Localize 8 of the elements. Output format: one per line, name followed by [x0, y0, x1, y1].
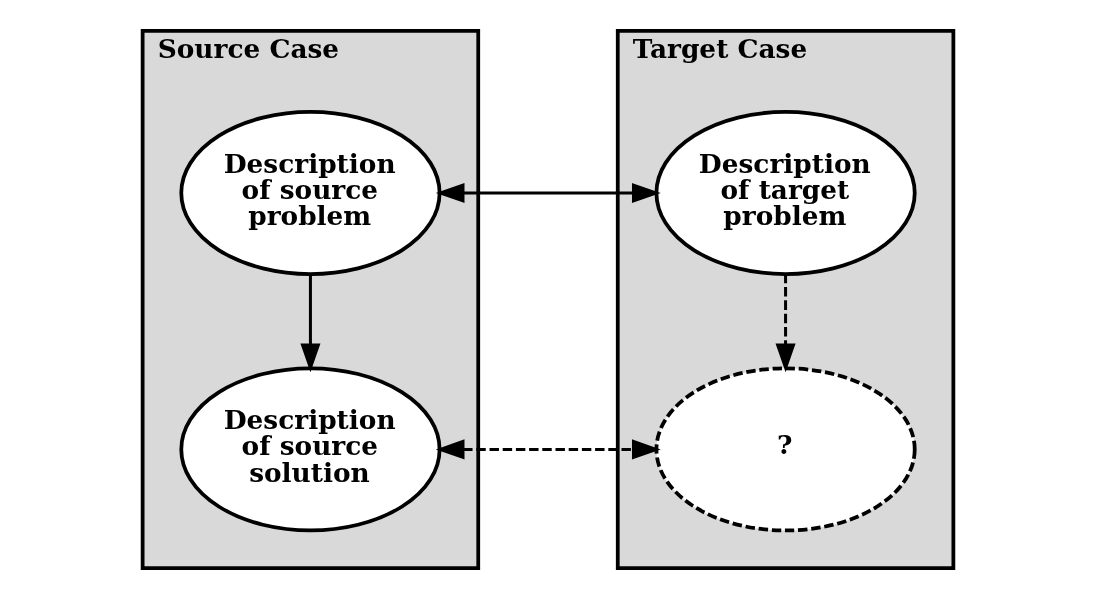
node-ellipse: Description of source problem — [179, 110, 442, 276]
arrow — [775, 274, 796, 373]
node-ellipse: Description of source solution — [179, 366, 442, 533]
arrow — [435, 439, 661, 460]
node-ellipse: Description of target problem — [654, 110, 917, 276]
arrow — [435, 182, 661, 203]
arrow — [300, 274, 321, 373]
node-ellipse: ? — [654, 366, 917, 533]
